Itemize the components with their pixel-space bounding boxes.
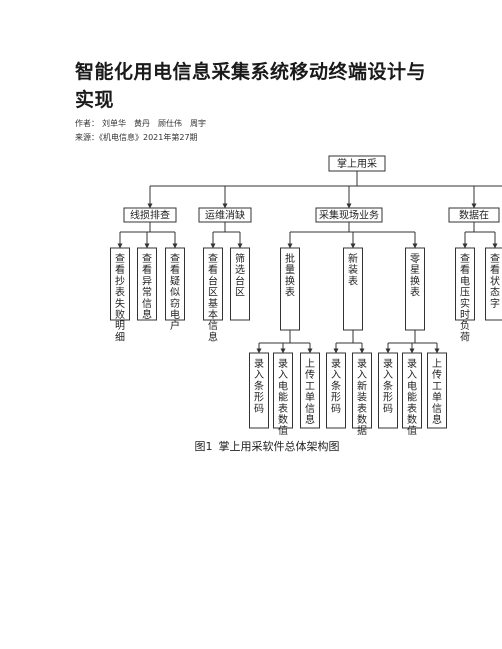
sub-node: 查看状态字 [485, 247, 502, 321]
group-node: 数据在 [448, 207, 500, 223]
sub-node: 查看台区基本信息 [203, 247, 223, 343]
leaf-node: 录入条形码 [326, 352, 346, 429]
figure-caption-text: 掌上用采软件总体架构图 [218, 440, 340, 453]
sub-node: 零星换表 [405, 247, 425, 331]
author-name: 顾仕伟 [158, 119, 182, 128]
source-line: 来源：《机电信息》2021年第27期 [75, 132, 198, 143]
sub-node-label: 查看疑似窃电户 [170, 252, 180, 332]
leaf-node-label: 上传工单信息 [305, 358, 315, 426]
group-node: 运维消缺 [198, 207, 252, 223]
sub-node: 批量换表 [280, 247, 300, 331]
sub-node-label: 批量换表 [285, 252, 295, 299]
article-title: 智能化用电信息采集系统移动终端设计与实现 [75, 61, 427, 111]
sub-node: 查看异常信息 [137, 247, 157, 321]
author-name: 刘单华 [102, 119, 126, 128]
sub-node: 查看电压实时负荷 [455, 247, 475, 343]
root-node-label: 掌上用采 [337, 158, 377, 170]
author-name: 周宇 [190, 119, 206, 128]
sub-node-label: 查看状态字 [490, 252, 500, 310]
sub-node-label: 新装表 [348, 252, 358, 287]
leaf-node-label: 录入条形码 [383, 358, 393, 415]
leaf-node-label: 录入电能表数值 [407, 358, 417, 437]
sub-node: 新装表 [343, 247, 363, 331]
leaf-node: 录入条形码 [249, 352, 269, 429]
group-node: 线损排查 [123, 207, 177, 223]
authors-line: 作者：刘单华黄丹顾仕伟周宇 [75, 118, 206, 129]
leaf-node: 录入电能表数值 [402, 352, 422, 437]
leaf-node-label: 录入条形码 [331, 358, 341, 415]
sub-node-label: 查看台区基本信息 [208, 252, 218, 343]
leaf-node: 录入条形码 [378, 352, 398, 429]
author-name: 黄丹 [134, 119, 150, 128]
sub-node-label: 零星换表 [410, 253, 420, 299]
leaf-node: 上传工单信息 [427, 352, 447, 429]
authors-label: 作者： [75, 119, 99, 128]
figure-number: 图1 [194, 440, 213, 453]
group-node-label: 线损排查 [130, 209, 170, 222]
source-text: 《机电信息》2021年第27期 [99, 133, 198, 142]
sub-node-label: 查看异常信息 [142, 252, 152, 321]
leaf-node-label: 录入电能表数值 [278, 358, 288, 437]
leaf-node-label: 上传工单信息 [432, 358, 442, 426]
leaf-node: 录入电能表数值 [273, 352, 293, 437]
sub-node-label: 筛选台区 [235, 252, 245, 299]
group-node-label: 运维消缺 [205, 209, 245, 222]
leaf-node-label: 录入新装表数据 [357, 358, 367, 437]
source-label: 来源： [75, 133, 99, 142]
sub-node-label: 查看电压实时负荷 [460, 252, 470, 343]
group-node-label: 数据在 [459, 209, 489, 222]
figure-caption: 图1 掌上用采软件总体架构图 [0, 438, 502, 454]
leaf-node: 上传工单信息 [300, 352, 320, 429]
sub-node: 查看疑似窃电户 [165, 247, 185, 332]
root-node: 掌上用采 [328, 155, 386, 172]
group-node: 采集现场业务 [315, 207, 383, 223]
sub-node-label: 查看抄表失败明细 [115, 252, 125, 343]
group-node-label: 采集现场业务 [319, 209, 379, 222]
leaf-node: 录入新装表数据 [352, 352, 372, 437]
leaf-node-label: 录入条形码 [254, 358, 264, 415]
sub-node: 筛选台区 [230, 247, 250, 321]
sub-node: 查看抄表失败明细 [110, 247, 130, 343]
